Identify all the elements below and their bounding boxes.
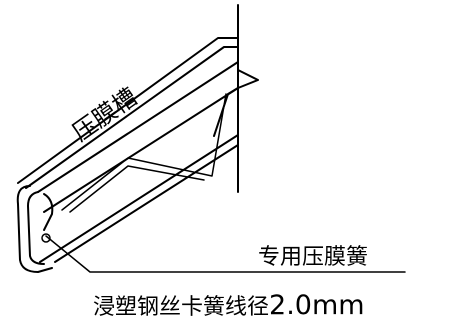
film-groove-channel [17,37,239,263]
groove-top-rail [17,37,239,184]
groove-base-rail [39,134,239,263]
spring-zigzag-inner [69,165,205,213]
end-profile-bracket [237,69,259,89]
wire-clip-point [41,233,51,243]
end-profile-bend [213,87,239,137]
wire-size-text: 2.0mm [269,290,365,321]
groove-end-profile [213,69,259,137]
cross-section-outer [16,185,53,273]
groove-top-rail-inner [25,46,239,189]
cross-section-inner [27,191,45,265]
groove-cross-section [16,185,54,273]
cross-section-lip [43,193,54,231]
groove-top-rail-lower [37,61,239,193]
wire-label: 浸塑钢丝卡簧线径2.0mm [93,290,365,321]
spring-label: 专用压膜簧 [258,245,368,270]
groove-bottom-rail [43,87,239,213]
groove-base-rail-inner [54,144,239,263]
wire-label-text: 浸塑钢丝卡簧线径 [93,295,269,320]
spring-leader-line [45,235,406,273]
groove-label: 压膜槽 [67,83,142,147]
spring-zigzag [61,93,227,211]
